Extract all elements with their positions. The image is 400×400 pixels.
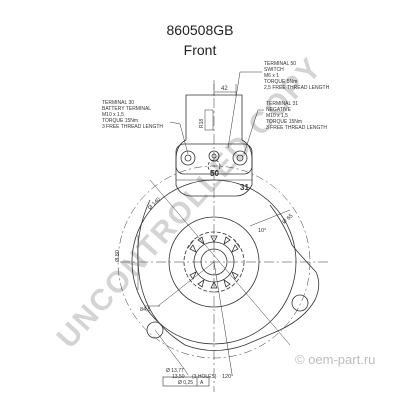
svg-text:3 FREE THREAD LENGTH: 3 FREE THREAD LENGTH	[102, 124, 163, 130]
callout-terminal-30: TERMINAL 30 BATTERY TERMINAL M10 x 1,5 T…	[102, 100, 163, 130]
mounting-hole-top	[207, 159, 221, 173]
holes-label: (3 HOLES)	[192, 374, 217, 380]
dim-140-label: Ø 140	[147, 197, 162, 212]
svg-text:TERMINAL 30: TERMINAL 30	[102, 100, 134, 106]
dim-line-65	[249, 209, 291, 227]
mounting-hole-right	[291, 294, 309, 312]
dim-13-77-label: Ø 13,77	[166, 368, 184, 374]
terminal-30-stud	[180, 150, 196, 166]
svg-text:M10 x 1,5: M10 x 1,5	[102, 112, 124, 118]
svg-text:TERMINAL 50: TERMINAL 50	[264, 61, 296, 67]
svg-text:NEGATIVE: NEGATIVE	[266, 107, 292, 113]
dim-120-label: 120°	[222, 374, 233, 380]
dim-42-label: 42	[221, 86, 228, 92]
terminal-50-stud	[208, 150, 220, 162]
svg-text:M6 x 1: M6 x 1	[264, 73, 279, 79]
part-number-title: 860508GB	[166, 22, 234, 38]
pinion-gear	[189, 235, 239, 289]
terminal-block	[175, 143, 253, 175]
dim-line-120	[213, 261, 233, 375]
dim-r18-label: R18	[199, 119, 205, 128]
svg-text:2,5 FREE THREAD LENGTH: 2,5 FREE THREAD LENGTH	[264, 85, 330, 91]
watermark-text: UNCONTROLLED COPY	[51, 51, 329, 355]
flange-outline	[137, 199, 320, 351]
dim-65-label: Ø 65	[281, 213, 294, 225]
label-terminal-31: 31	[240, 183, 249, 192]
svg-text:M10 x 1,5: M10 x 1,5	[266, 113, 288, 119]
watermark-site: © oem-part.ru	[295, 352, 375, 367]
leader-terminal-50	[227, 71, 262, 149]
svg-text:SWITCH: SWITCH	[264, 67, 284, 73]
view-name-title: Front	[183, 42, 217, 58]
svg-text:3 FREE THREAD LENGTH: 3 FREE THREAD LENGTH	[266, 125, 327, 131]
dim-80-label: Ø 80	[115, 250, 121, 262]
dim-84-5-label: 84,5	[140, 307, 151, 313]
dim-10deg-label: 10°	[258, 228, 266, 234]
dim-line-140	[149, 179, 291, 346]
terminal-31-stud	[232, 150, 248, 166]
tolerance-value: Ø 0,25	[178, 380, 193, 386]
label-terminal-50: 50	[210, 169, 219, 178]
solenoid-outline	[175, 94, 253, 197]
leader-holes	[154, 329, 189, 376]
leader-terminal-31	[243, 109, 264, 155]
inner-circle	[183, 231, 245, 293]
svg-text:TORQUE 15Nm: TORQUE 15Nm	[266, 119, 302, 125]
svg-text:TERMINAL 31: TERMINAL 31	[266, 101, 298, 107]
dim-13-50-label: 13,50	[172, 374, 185, 380]
pilot-circle	[168, 216, 260, 308]
tolerance-frame	[162, 376, 210, 387]
leader-terminal-30	[169, 121, 189, 155]
svg-text:TORQUE 5Nm: TORQUE 5Nm	[264, 79, 297, 85]
svg-text:TORQUE 15Nm: TORQUE 15Nm	[102, 118, 138, 124]
svg-text:BATTERY TERMINAL: BATTERY TERMINAL	[102, 106, 151, 112]
bolt-circle	[117, 165, 311, 359]
callout-terminal-50: TERMINAL 50 SWITCH M6 x 1 TORQUE 5Nm 2,5…	[264, 61, 330, 91]
mounting-hole-left	[146, 321, 164, 339]
callout-terminal-31: TERMINAL 31 NEGATIVE M10 x 1,5 TORQUE 15…	[266, 101, 327, 131]
datum-label: A	[200, 380, 204, 386]
